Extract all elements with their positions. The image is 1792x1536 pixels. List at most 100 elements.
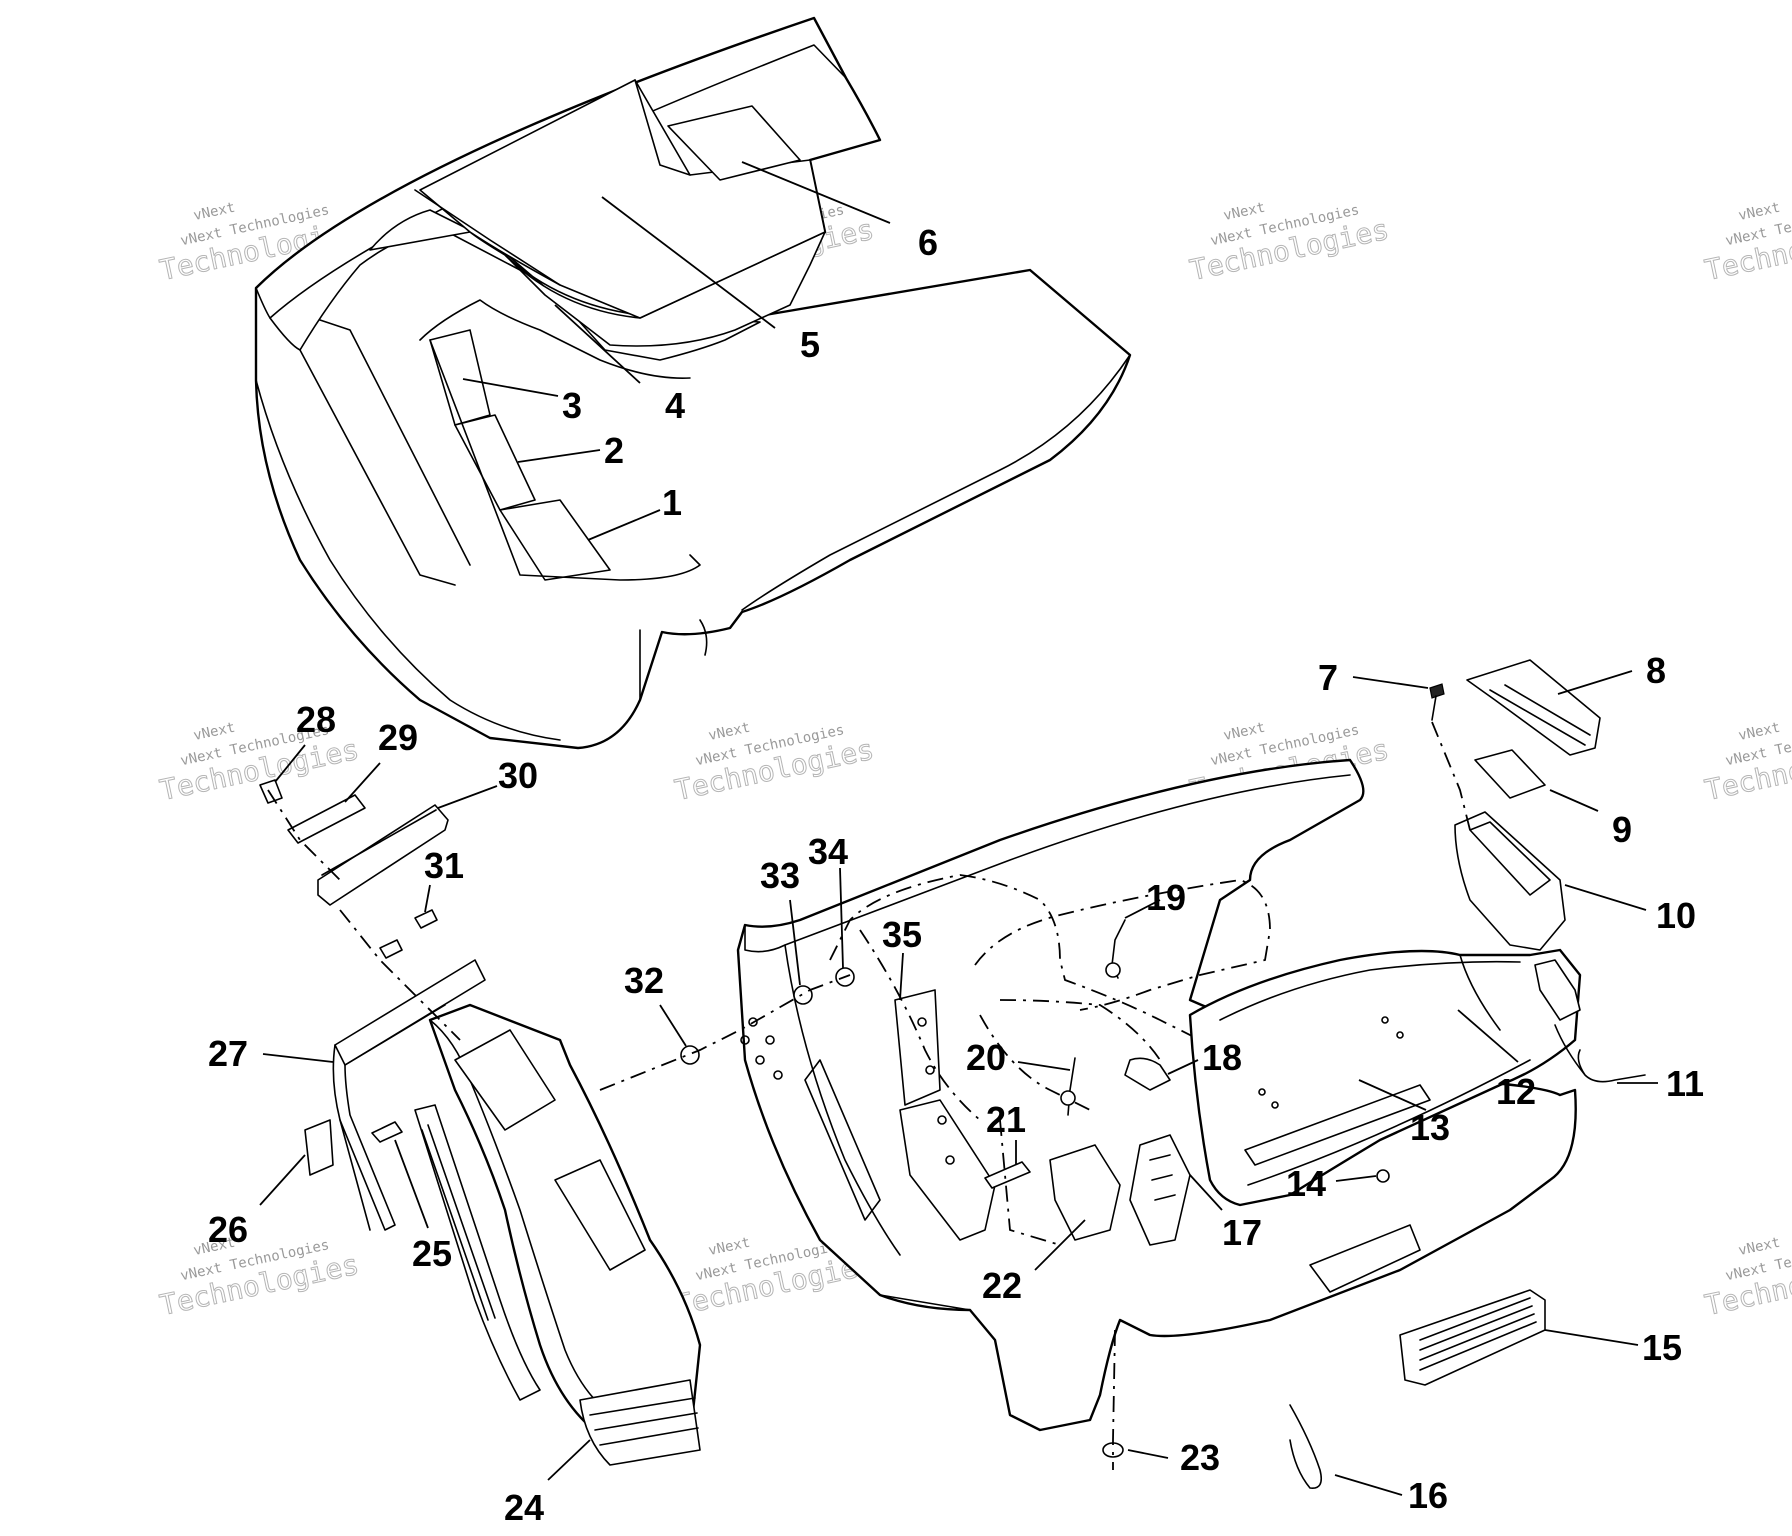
mount-bracket	[334, 959, 486, 1066]
callout-1: 1	[662, 482, 682, 523]
channel-30	[317, 804, 449, 906]
callout-33: 33	[760, 855, 800, 896]
front-panel-assembly	[736, 758, 1577, 1432]
leader-13	[1358, 1079, 1427, 1111]
leader-27	[262, 1053, 334, 1063]
leader-2	[517, 449, 601, 463]
panel-hole-6	[765, 1035, 775, 1045]
panel-hole-8	[773, 1070, 783, 1080]
callout-7: 7	[1318, 657, 1338, 698]
leader-4	[554, 304, 641, 384]
leader-31	[424, 884, 431, 913]
bumper-pad-upper	[454, 1029, 556, 1131]
upper-hull-assembly	[254, 16, 1132, 750]
callout-2: 2	[604, 430, 624, 471]
leader-28	[274, 744, 306, 783]
watermark-line1: vNext	[1222, 720, 1267, 744]
watermark-6: vNext vNext Technologies Technologies	[671, 720, 877, 808]
leader-7	[1352, 676, 1429, 689]
callout-21: 21	[986, 1099, 1026, 1140]
callout-25: 25	[412, 1233, 452, 1274]
screw-31b	[414, 909, 438, 929]
callout-32: 32	[624, 960, 664, 1001]
callout-15: 15	[1642, 1327, 1682, 1368]
callout-3: 3	[562, 385, 582, 426]
leader-3	[462, 378, 559, 397]
footwell-edge	[429, 339, 701, 581]
screw-21	[984, 1161, 1031, 1189]
leader-20	[1017, 1061, 1071, 1071]
leader-23	[1127, 1449, 1169, 1459]
side-panel-top-edge	[1219, 960, 1521, 1021]
callout-23: 23	[1180, 1437, 1220, 1478]
callout-29: 29	[378, 717, 418, 758]
watermark-line1: vNext	[1737, 1235, 1782, 1259]
callout-8: 8	[1646, 650, 1666, 691]
callout-16: 16	[1408, 1475, 1448, 1516]
seat-step-3	[429, 329, 491, 426]
side-panel-latch	[1534, 959, 1581, 1021]
leader-5	[601, 196, 776, 329]
side-panel-assembly	[1188, 948, 1582, 1207]
callout-17: 17	[1222, 1212, 1262, 1253]
callout-22: 22	[982, 1265, 1022, 1306]
callout-26: 26	[208, 1209, 248, 1250]
side-panel-hole-4	[1271, 1101, 1279, 1109]
front-panel-lower-edge	[879, 1294, 1151, 1336]
bracket-22	[1049, 1144, 1121, 1241]
hardware	[259, 659, 1646, 1489]
watermark-line1: vNext	[707, 1235, 752, 1259]
screw-7	[1429, 683, 1445, 721]
side-panel-hole-2	[1396, 1031, 1404, 1039]
callout-4: 4	[665, 385, 685, 426]
seat-top-panel	[419, 79, 826, 319]
panel-hole-1	[917, 1017, 927, 1027]
callout-28: 28	[296, 699, 336, 740]
leader-34	[839, 867, 844, 969]
leader-22	[1034, 1219, 1086, 1271]
lid-8	[1466, 659, 1601, 756]
callout-34: 34	[808, 831, 848, 872]
lid-8-texture	[1489, 684, 1591, 746]
front-panel-bracket	[894, 989, 996, 1241]
leader-33	[789, 899, 801, 986]
callout-5: 5	[800, 324, 820, 365]
callout-31: 31	[424, 845, 464, 886]
panel-hole-3	[937, 1115, 947, 1125]
seat-well	[419, 299, 691, 379]
leader-18	[1167, 1059, 1199, 1075]
watermark-line1: vNext	[1222, 200, 1267, 224]
side-panel-hole-1	[1381, 1016, 1389, 1024]
leader-35	[899, 952, 904, 1001]
leader-8	[1557, 670, 1633, 695]
washer-33	[793, 985, 813, 1005]
callout-11: 11	[1666, 1063, 1704, 1104]
seat-front-panel	[504, 231, 826, 347]
leader-25	[394, 1139, 429, 1229]
hull-lower-edge	[255, 379, 561, 741]
front-panel-hidden-curve	[979, 999, 1161, 1111]
leader-1	[587, 509, 661, 541]
watermark-line1: vNext	[1737, 720, 1782, 744]
panel-hole-4	[945, 1155, 955, 1165]
leader-32	[659, 1004, 687, 1047]
watermark-line1: vNext	[192, 720, 237, 744]
hinge-17-holes	[1149, 1154, 1176, 1201]
callout-35: 35	[882, 914, 922, 955]
watermark-4: vNext vNext Technologies Technologies	[1701, 200, 1792, 288]
front-panel-top-edge	[744, 774, 1351, 953]
centerline-bumper	[339, 909, 461, 1041]
channel-30-inner	[321, 809, 437, 876]
pin-16	[1289, 1404, 1323, 1489]
panel-hole-9	[740, 1035, 750, 1045]
callout-6: 6	[918, 222, 938, 263]
callout-18: 18	[1202, 1037, 1242, 1078]
seat-top-seam	[414, 79, 691, 286]
leader-24	[547, 1439, 591, 1481]
callout-20: 20	[966, 1037, 1006, 1078]
seat-back-panel	[667, 105, 801, 181]
watermark-8: vNext vNext Technologies Technologies	[1701, 720, 1792, 808]
front-panel-side-edge	[784, 944, 901, 1256]
screw-25	[371, 1121, 403, 1143]
hinge-17	[1129, 1134, 1191, 1246]
